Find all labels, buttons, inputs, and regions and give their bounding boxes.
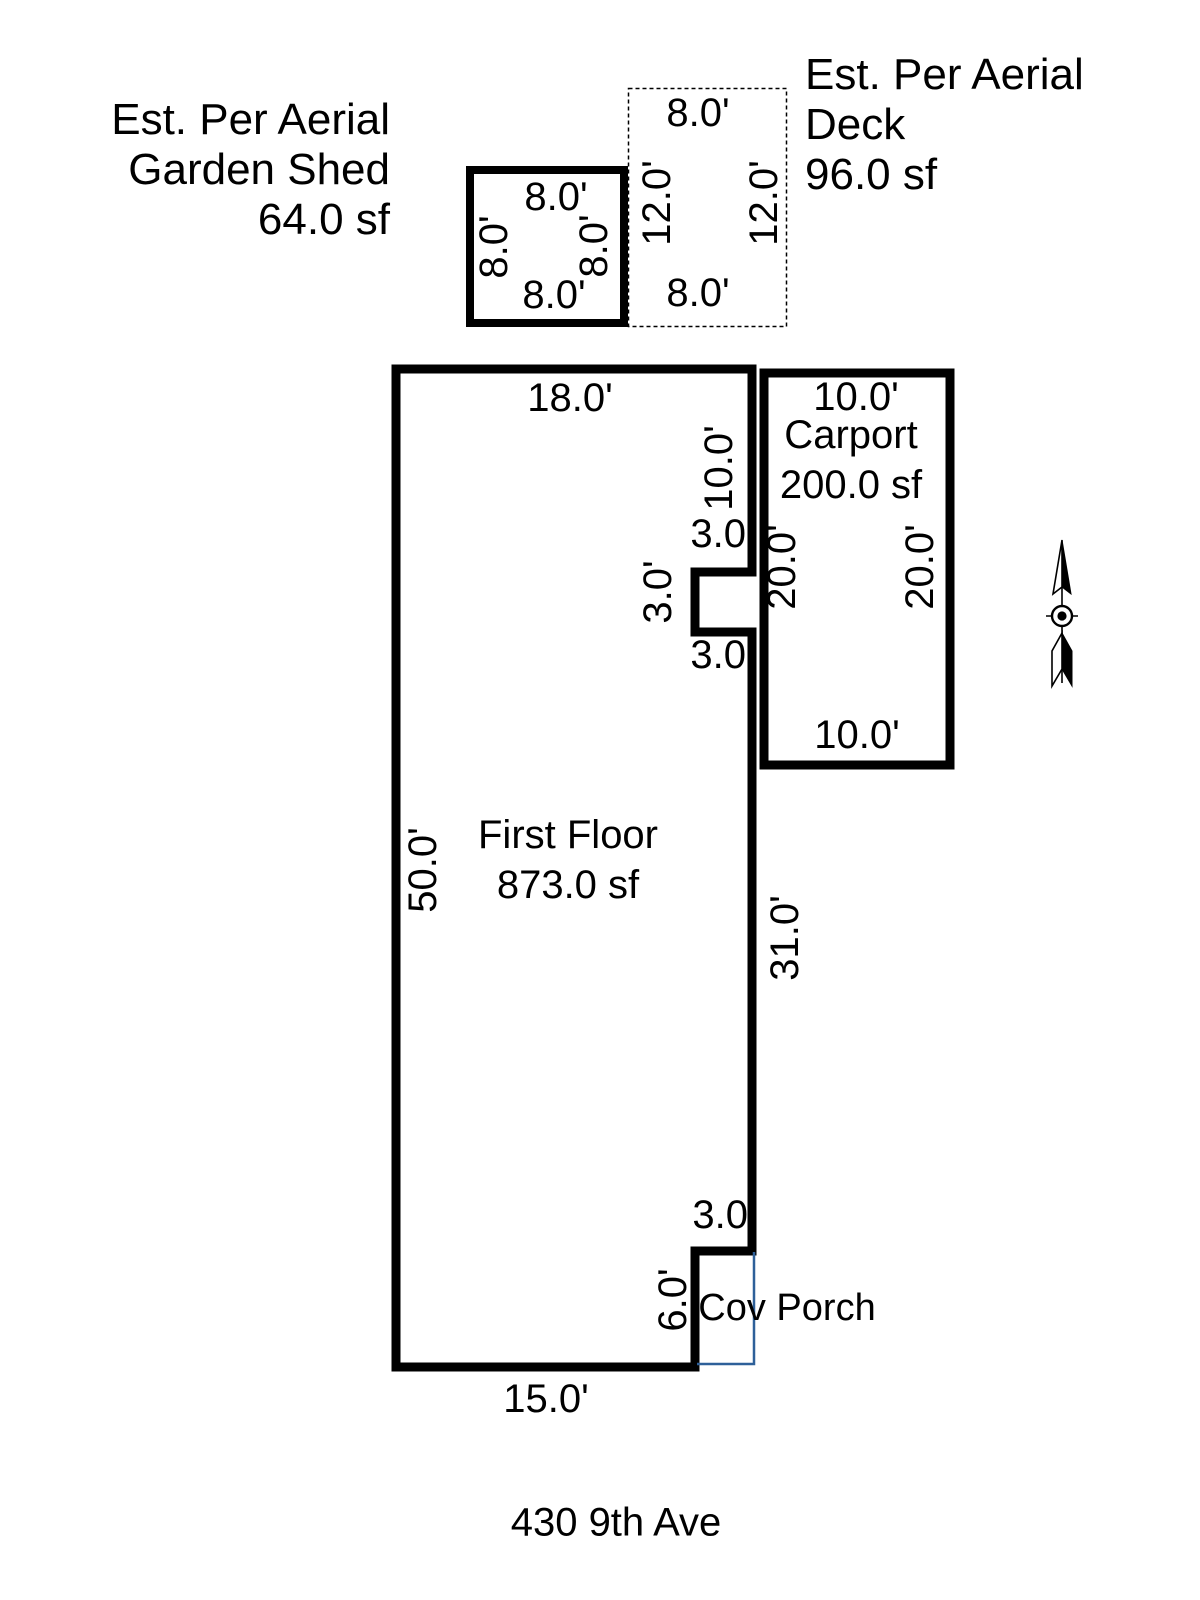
first-floor-dim-notch-bottom: 3.0' [690, 633, 754, 677]
deck-caption: Est. Per Aerial Deck 96.0 sf [805, 50, 1084, 200]
first-floor-dim-left: 50.0' [401, 827, 445, 913]
porch-name: Cov Porch [698, 1287, 876, 1329]
carport-outline [759, 368, 955, 770]
porch-dim-left: 6.0' [651, 1268, 695, 1332]
garden-shed-caption: Est. Per Aerial Garden Shed 64.0 sf [111, 95, 390, 245]
carport-name: Carport [784, 413, 918, 457]
first-floor-dim-notch-top: 3.0' [690, 512, 754, 556]
address-label: 430 9th Ave [510, 1500, 722, 1545]
shed-dim-right: 8.0' [572, 214, 616, 278]
carport-area: 200.0 sf [779, 463, 923, 507]
carport-label: Carport 200.0 sf [780, 410, 922, 510]
deck-dim-right: 12.0' [742, 160, 786, 246]
first-floor-outline [391, 364, 757, 1372]
garden-shed-outline [466, 166, 628, 327]
shed-dim-left: 8.0' [472, 215, 516, 279]
first-floor-dim-top: 18.0' [527, 376, 613, 420]
carport-dim-bottom: 10.0' [814, 713, 900, 757]
first-floor-dim-bottom: 15.0' [503, 1377, 589, 1421]
north-arrow-icon [1046, 539, 1078, 689]
first-floor-dim-right-upper: 10.0' [697, 425, 741, 511]
carport-dim-right: 20.0' [898, 524, 942, 610]
first-floor-area: 873.0 sf [496, 863, 640, 907]
deck-caption-line2: Deck [805, 100, 906, 149]
first-floor-dim-notch-left: 3.0' [636, 560, 680, 624]
deck-dim-left: 12.0' [635, 160, 679, 246]
deck-dim-top: 8.0' [666, 91, 730, 135]
garden-shed-caption-line2: Garden Shed [128, 145, 390, 194]
carport-dim-top: 10.0' [813, 375, 899, 419]
deck-dim-bottom: 8.0' [666, 271, 730, 315]
shed-dim-bottom: 8.0' [522, 273, 586, 317]
first-floor-dim-right-lower: 31.0' [763, 895, 807, 981]
cov-porch-outline [697, 1252, 756, 1366]
deck-caption-line3: 96.0 sf [805, 150, 938, 199]
shed-dim-top: 8.0' [524, 175, 588, 219]
garden-shed-caption-line1: Est. Per Aerial [111, 95, 390, 144]
deck-outline [627, 87, 788, 328]
first-floor-name: First Floor [478, 813, 658, 857]
carport-dim-left: 20.0' [760, 524, 804, 610]
deck-caption-line1: Est. Per Aerial [805, 50, 1084, 99]
first-floor-label: First Floor 873.0 sf [478, 810, 658, 910]
garden-shed-caption-line3: 64.0 sf [257, 195, 390, 244]
porch-dim-top: 3.0' [692, 1193, 756, 1237]
